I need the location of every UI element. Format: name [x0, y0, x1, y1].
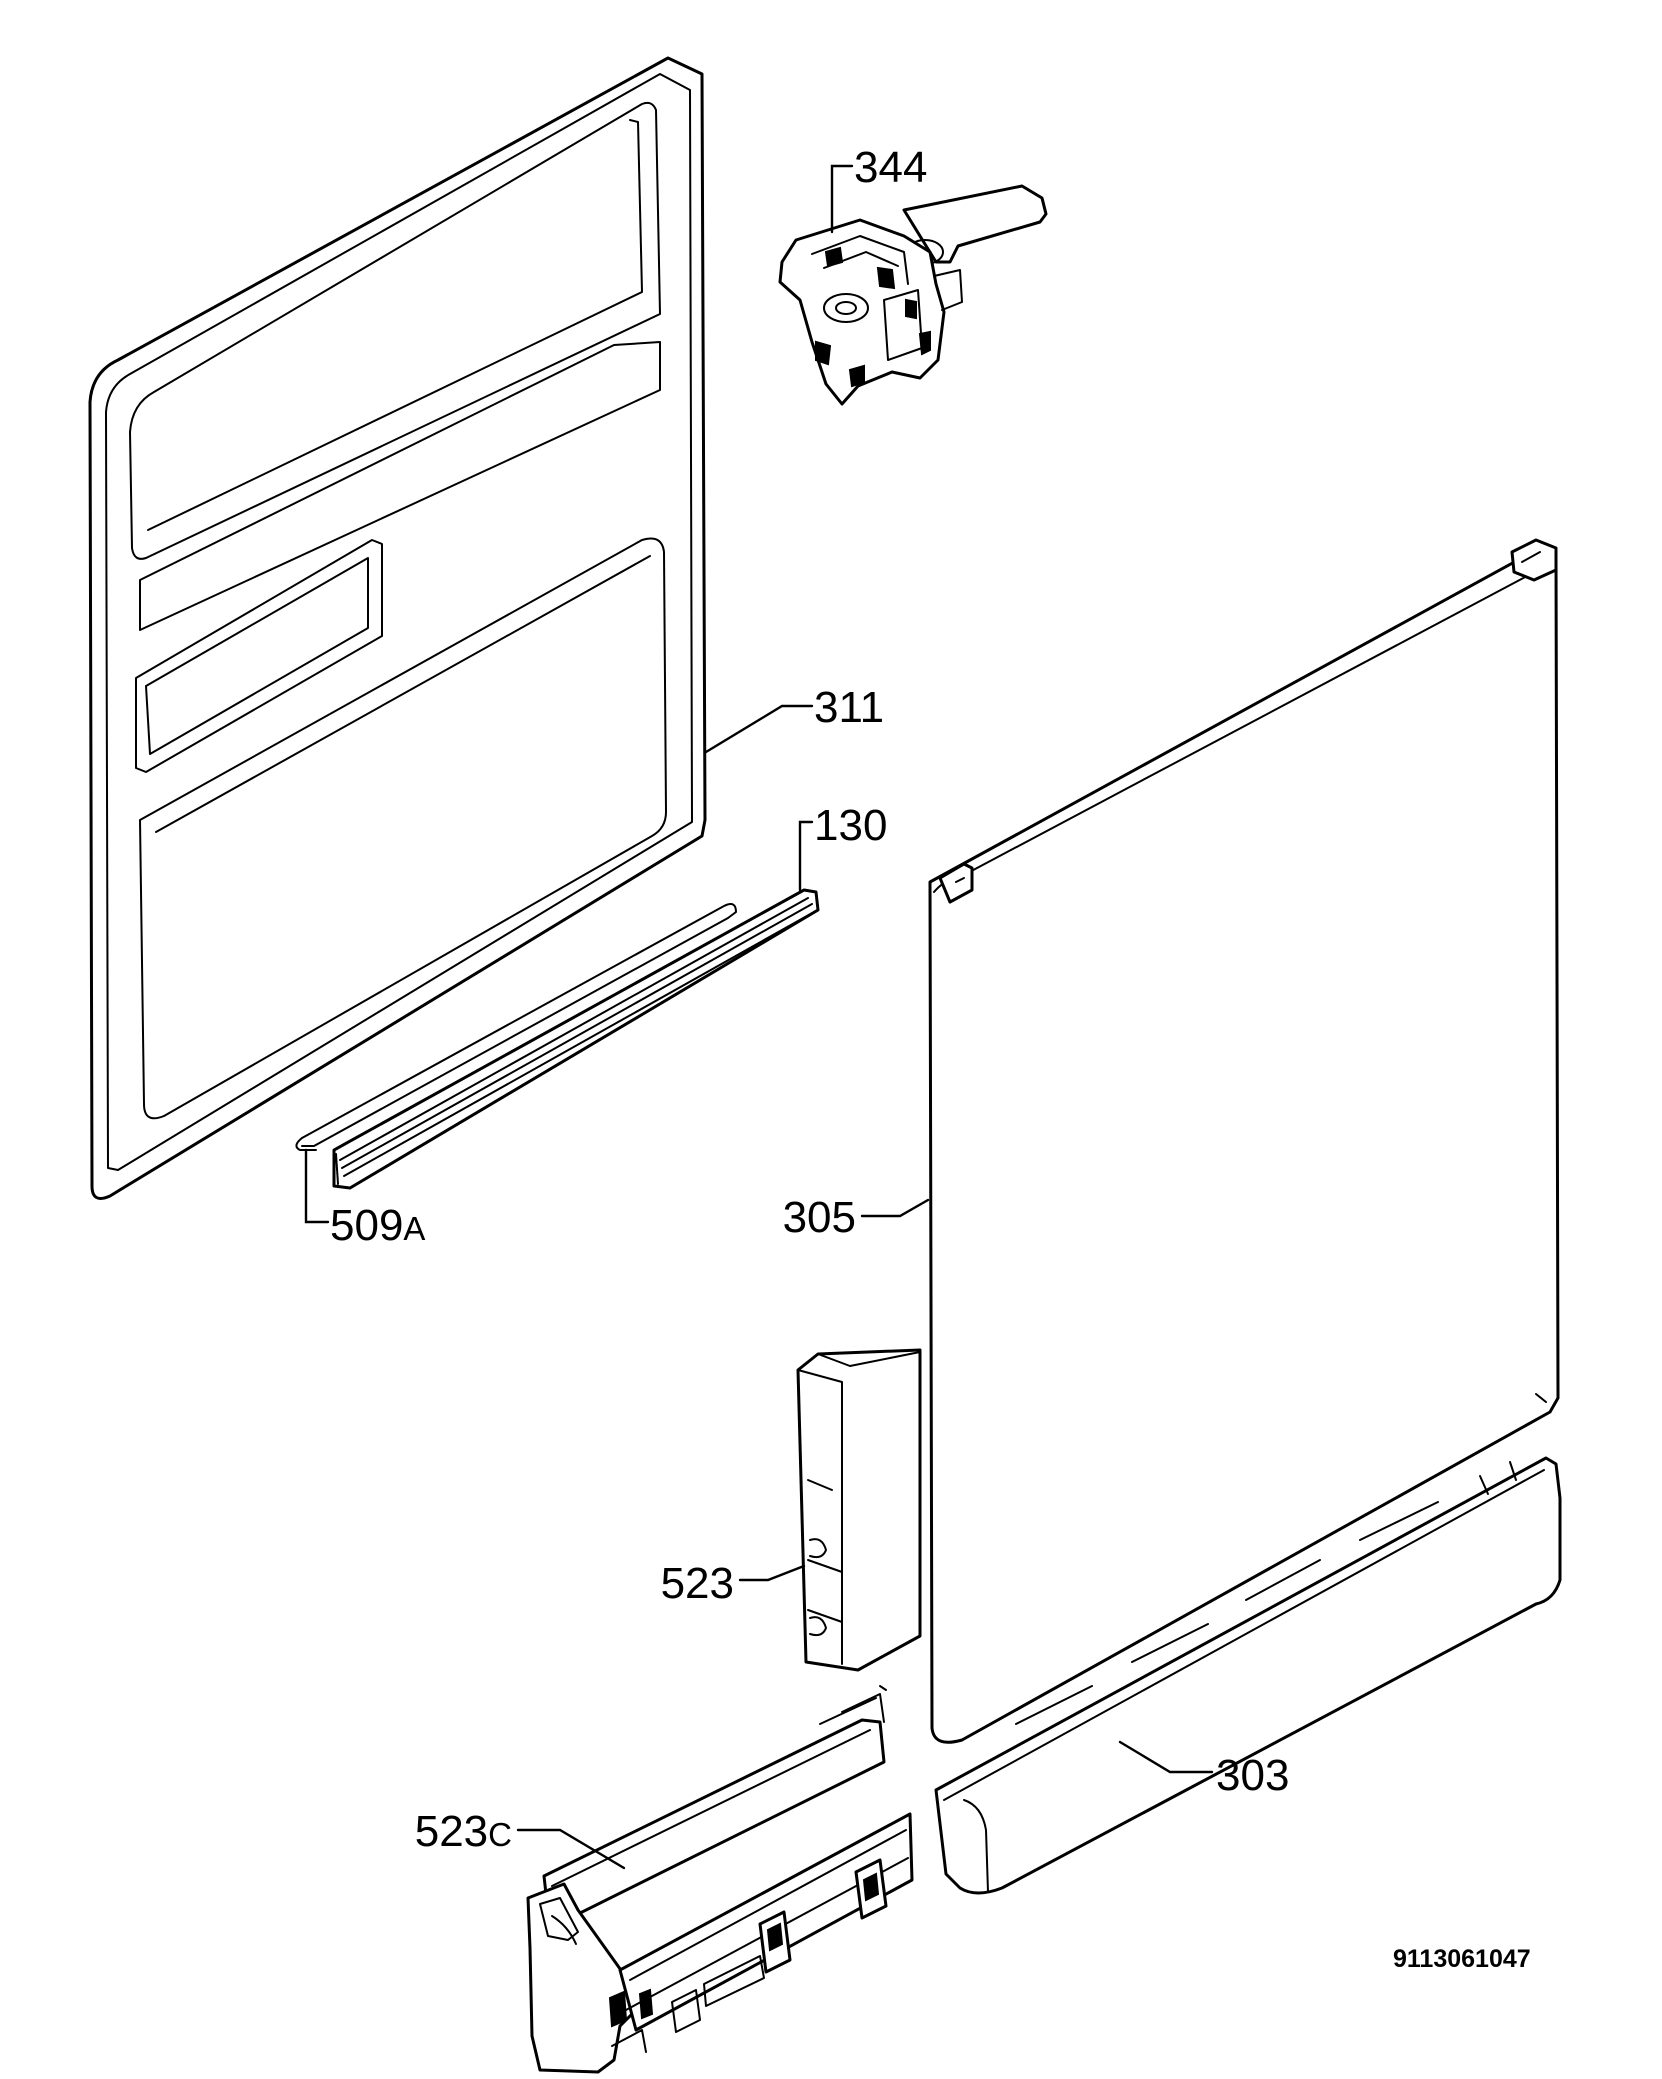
door-bottom-trim-303[interactable] — [934, 1456, 1562, 1895]
leader-305 — [860, 1198, 930, 1218]
leader-523c — [516, 1828, 626, 1870]
part-label-344: 344 — [854, 143, 927, 192]
inner-door-panel-311[interactable] — [88, 56, 707, 1200]
part-label-303: 303 — [1216, 1751, 1289, 1800]
part-labels: 344 311 130 509A 305 523 523C 303 — [330, 143, 1289, 1856]
leader-130 — [798, 820, 814, 892]
part-label-305: 305 — [783, 1193, 856, 1242]
document-number: 9113061047 — [1393, 1945, 1531, 1973]
outer-door-panel-305[interactable] — [928, 538, 1560, 1744]
part-label-311: 311 — [814, 683, 884, 732]
part-label-523c: 523C — [415, 1807, 512, 1856]
leader-311 — [704, 704, 814, 754]
part-label-130: 130 — [814, 801, 887, 850]
door-lock-344[interactable] — [778, 184, 1048, 406]
side-bracket-523[interactable] — [796, 1348, 922, 1672]
leader-509a — [304, 1148, 330, 1224]
hinge-rail-assembly-523c[interactable] — [526, 1685, 914, 2074]
part-label-523: 523 — [661, 1559, 734, 1608]
wire-rod-509a[interactable] — [295, 903, 737, 1151]
part-label-509a: 509A — [330, 1201, 425, 1250]
bottom-seal-130[interactable] — [332, 888, 820, 1190]
leader-344 — [830, 164, 854, 234]
leader-lines — [304, 164, 1214, 1870]
leader-303 — [1118, 1740, 1214, 1774]
leader-523 — [738, 1564, 806, 1582]
